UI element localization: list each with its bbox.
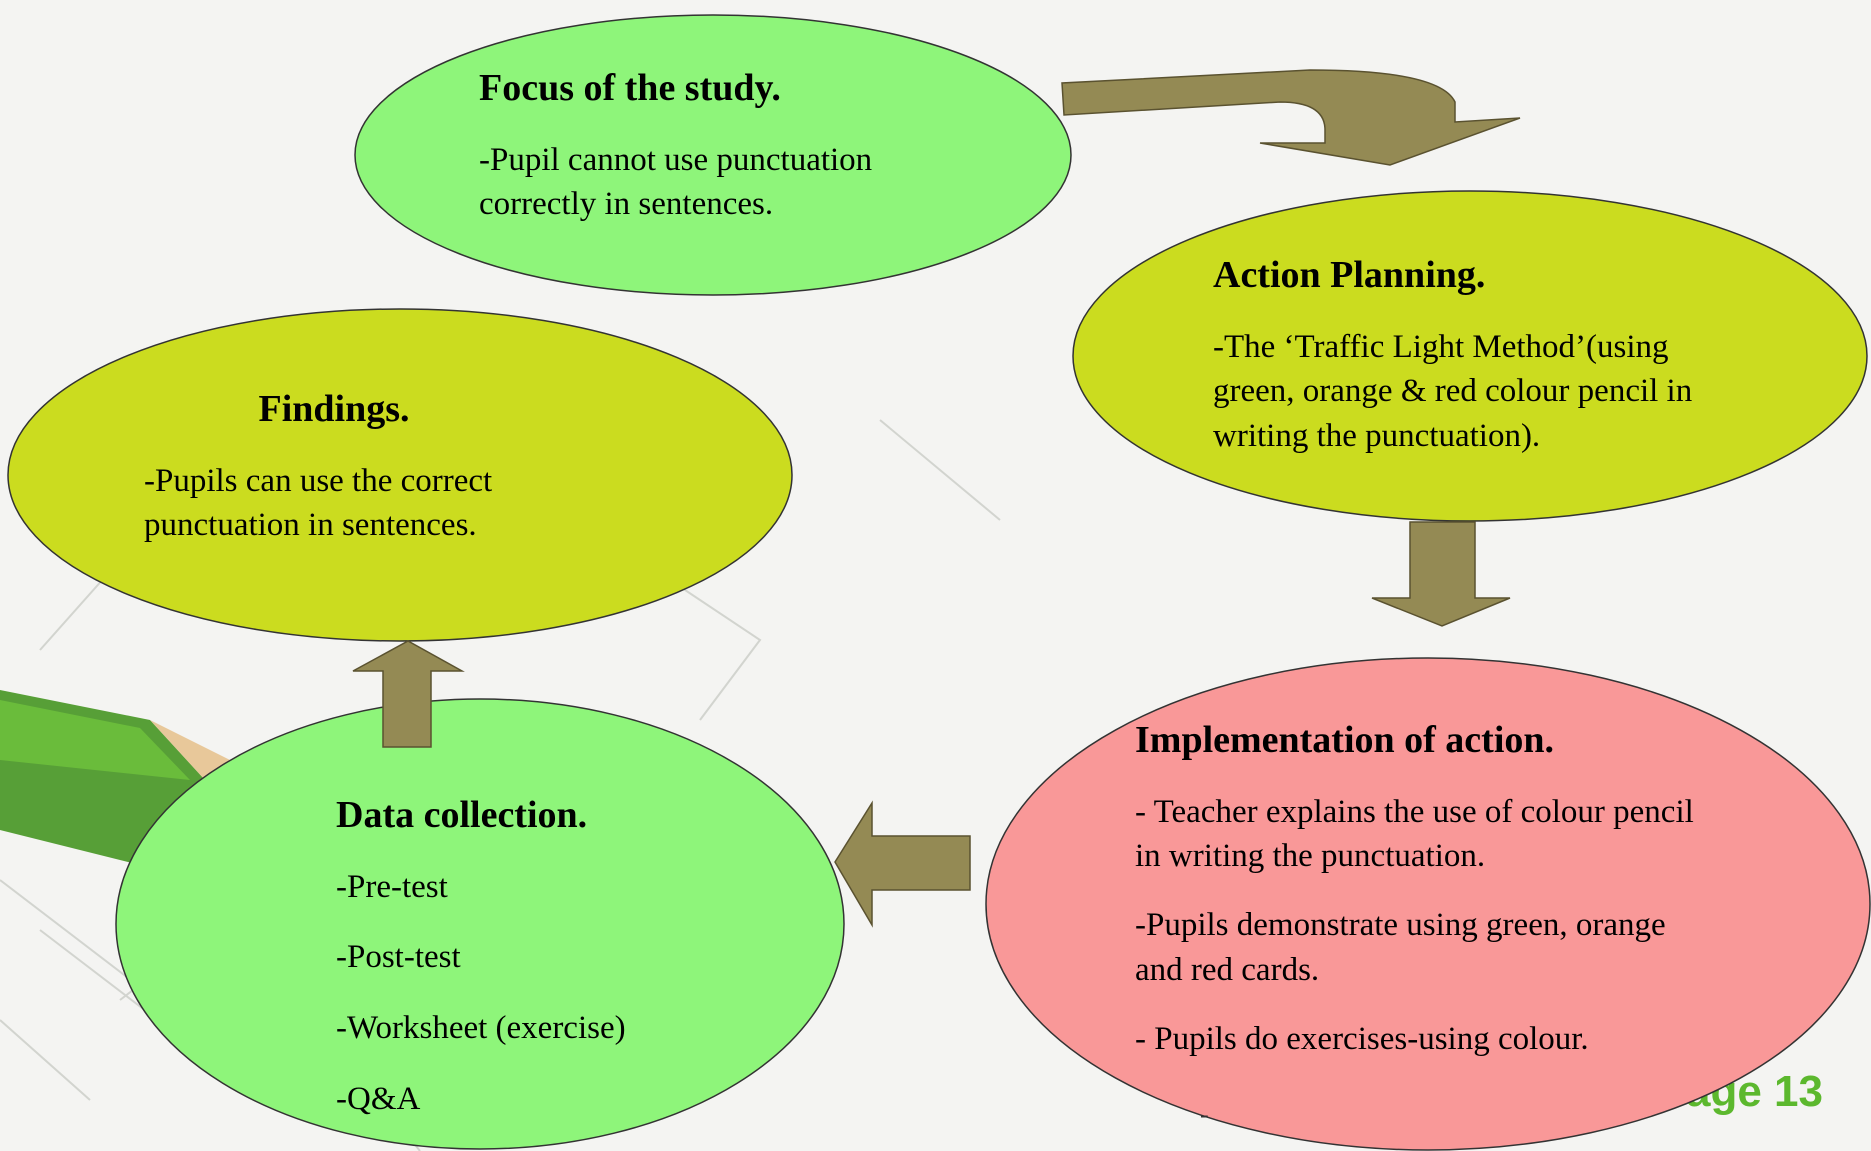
findings-node: Findings. -Pupils can use the correct pu… xyxy=(144,387,604,572)
implementation-ellipse xyxy=(985,657,1871,1151)
data-collection-item: -Pre-test xyxy=(336,868,448,905)
implementation-item: - Teacher explains the use of colour pen… xyxy=(1135,793,1694,875)
arrow-action-planning-to-implementation xyxy=(1371,521,1511,627)
data-collection-item: -Q&A xyxy=(336,1081,421,1118)
action-planning-text: -The ‘Traffic Light Method’(using green,… xyxy=(1213,328,1693,455)
dash-mark: - xyxy=(1200,1100,1209,1129)
data-collection-item: -Worksheet (exercise) xyxy=(336,1010,626,1047)
implementation-item: -Pupils demonstrate using green, orange … xyxy=(1135,907,1666,989)
action-planning-ellipse xyxy=(1072,190,1868,522)
focus-title: Focus of the study. xyxy=(479,67,781,109)
focus-node: Focus of the study. -Pupil cannot use pu… xyxy=(479,66,959,251)
action-planning-title: Action Planning. xyxy=(1213,254,1486,296)
implementation-title: Implementation of action. xyxy=(1135,719,1555,761)
data-collection-node: Data collection. -Pre-test -Post-test -W… xyxy=(336,793,756,1122)
implementation-node: Implementation of action. - Teacher expl… xyxy=(1135,718,1695,1086)
data-collection-title: Data collection. xyxy=(336,794,588,836)
findings-title: Findings. xyxy=(258,388,410,430)
arrow-focus-to-action-planning xyxy=(1061,69,1521,166)
focus-ellipse xyxy=(354,14,1072,296)
arrow-implementation-to-data-collection xyxy=(834,800,971,928)
arrow-data-collection-to-findings xyxy=(352,640,465,748)
findings-ellipse xyxy=(7,308,793,642)
findings-text: -Pupils can use the correct punctuation … xyxy=(144,462,493,544)
data-collection-item: -Post-test xyxy=(336,939,461,976)
action-planning-node: Action Planning. -The ‘Traffic Light Met… xyxy=(1213,253,1753,483)
implementation-item: - Pupils do exercises-using colour. xyxy=(1135,1021,1589,1058)
data-collection-ellipse xyxy=(115,698,845,1150)
focus-text: -Pupil cannot use punctuation correctly … xyxy=(479,141,873,223)
